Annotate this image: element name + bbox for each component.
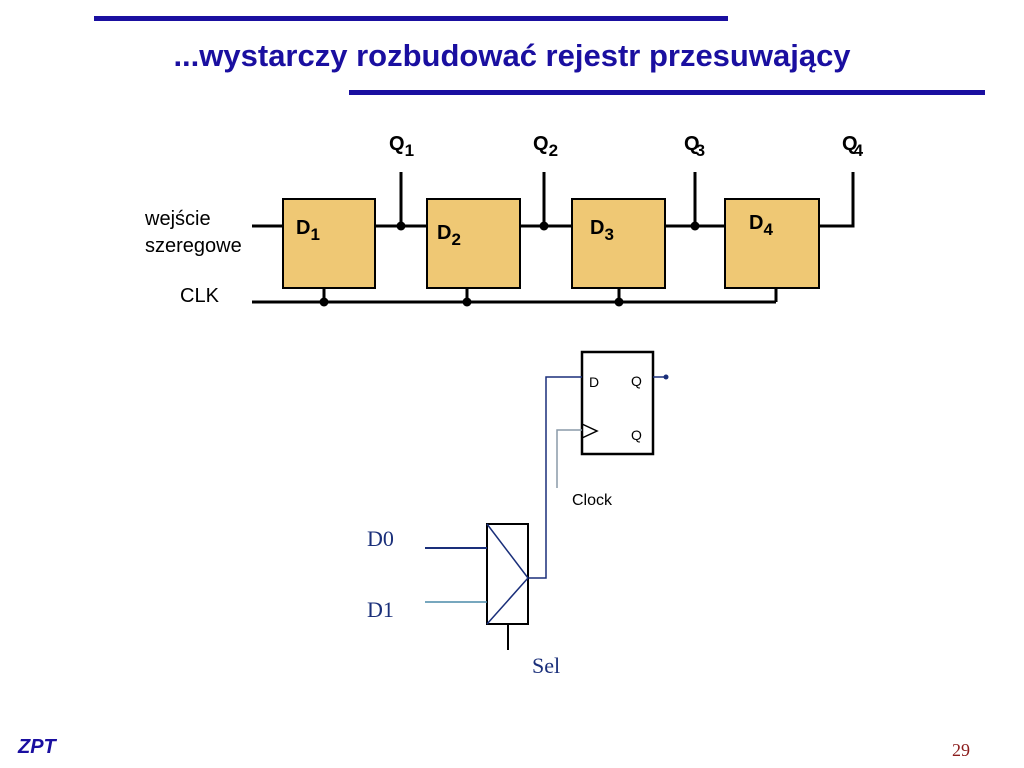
junction-dot <box>614 297 624 307</box>
title-rule-top <box>94 16 728 21</box>
d-flipflop: D Q Q Clock <box>528 350 669 579</box>
register-cells <box>282 198 820 289</box>
cell-4-d-label: D4 <box>749 212 773 239</box>
q2-label: Q2 <box>533 133 558 160</box>
register-cell-1 <box>282 198 376 289</box>
flipflop-qbar-label: Q <box>631 427 642 443</box>
multiplexer: D0 D1 Sel <box>367 523 560 678</box>
q4-label: Q4 <box>842 133 864 160</box>
junction-dot <box>539 221 549 231</box>
cell-1-d-label: D1 <box>296 217 320 244</box>
q1-label: Q1 <box>389 133 414 160</box>
register-cell-4 <box>724 198 820 289</box>
q-output-dot <box>663 374 669 380</box>
register-cell-3 <box>571 198 666 289</box>
footer-brand: ZPT <box>18 736 56 758</box>
register-cell-2 <box>426 198 521 289</box>
clock-label: CLK <box>180 285 220 307</box>
clock-wire <box>556 429 582 488</box>
cell-2-d-label: D2 <box>437 222 461 249</box>
flipflop-body <box>580 350 655 456</box>
mux-body <box>486 523 529 625</box>
flipflop-d-label: D <box>589 374 599 390</box>
tap-q4 <box>819 172 855 228</box>
mux-sel-label: Sel <box>532 653 560 678</box>
mux-d0-label: D0 <box>367 526 394 551</box>
mux-triangle-icon <box>486 523 529 625</box>
slide-title: ...wystarczy rozbudować rejestr przesuwa… <box>173 38 851 73</box>
mux-to-d-wire <box>528 376 582 579</box>
junction-dot <box>396 221 406 231</box>
junction-dots <box>319 221 700 307</box>
serial-input-label-line1: wejście <box>144 208 211 230</box>
q3-label: Q3 <box>684 133 705 160</box>
serial-input-label-line2: szeregowe <box>145 235 242 257</box>
mux-d1-label: D1 <box>367 597 394 622</box>
clock-triangle-icon <box>581 423 599 439</box>
flipflop-clock-label: Clock <box>572 492 613 509</box>
junction-dot <box>462 297 472 307</box>
junction-dot <box>690 221 700 231</box>
flipflop-q-label: Q <box>631 373 642 389</box>
cell-3-d-label: D3 <box>590 217 614 244</box>
page-number: 29 <box>952 740 970 760</box>
title-rule-bottom <box>349 90 985 95</box>
junction-dot <box>319 297 329 307</box>
